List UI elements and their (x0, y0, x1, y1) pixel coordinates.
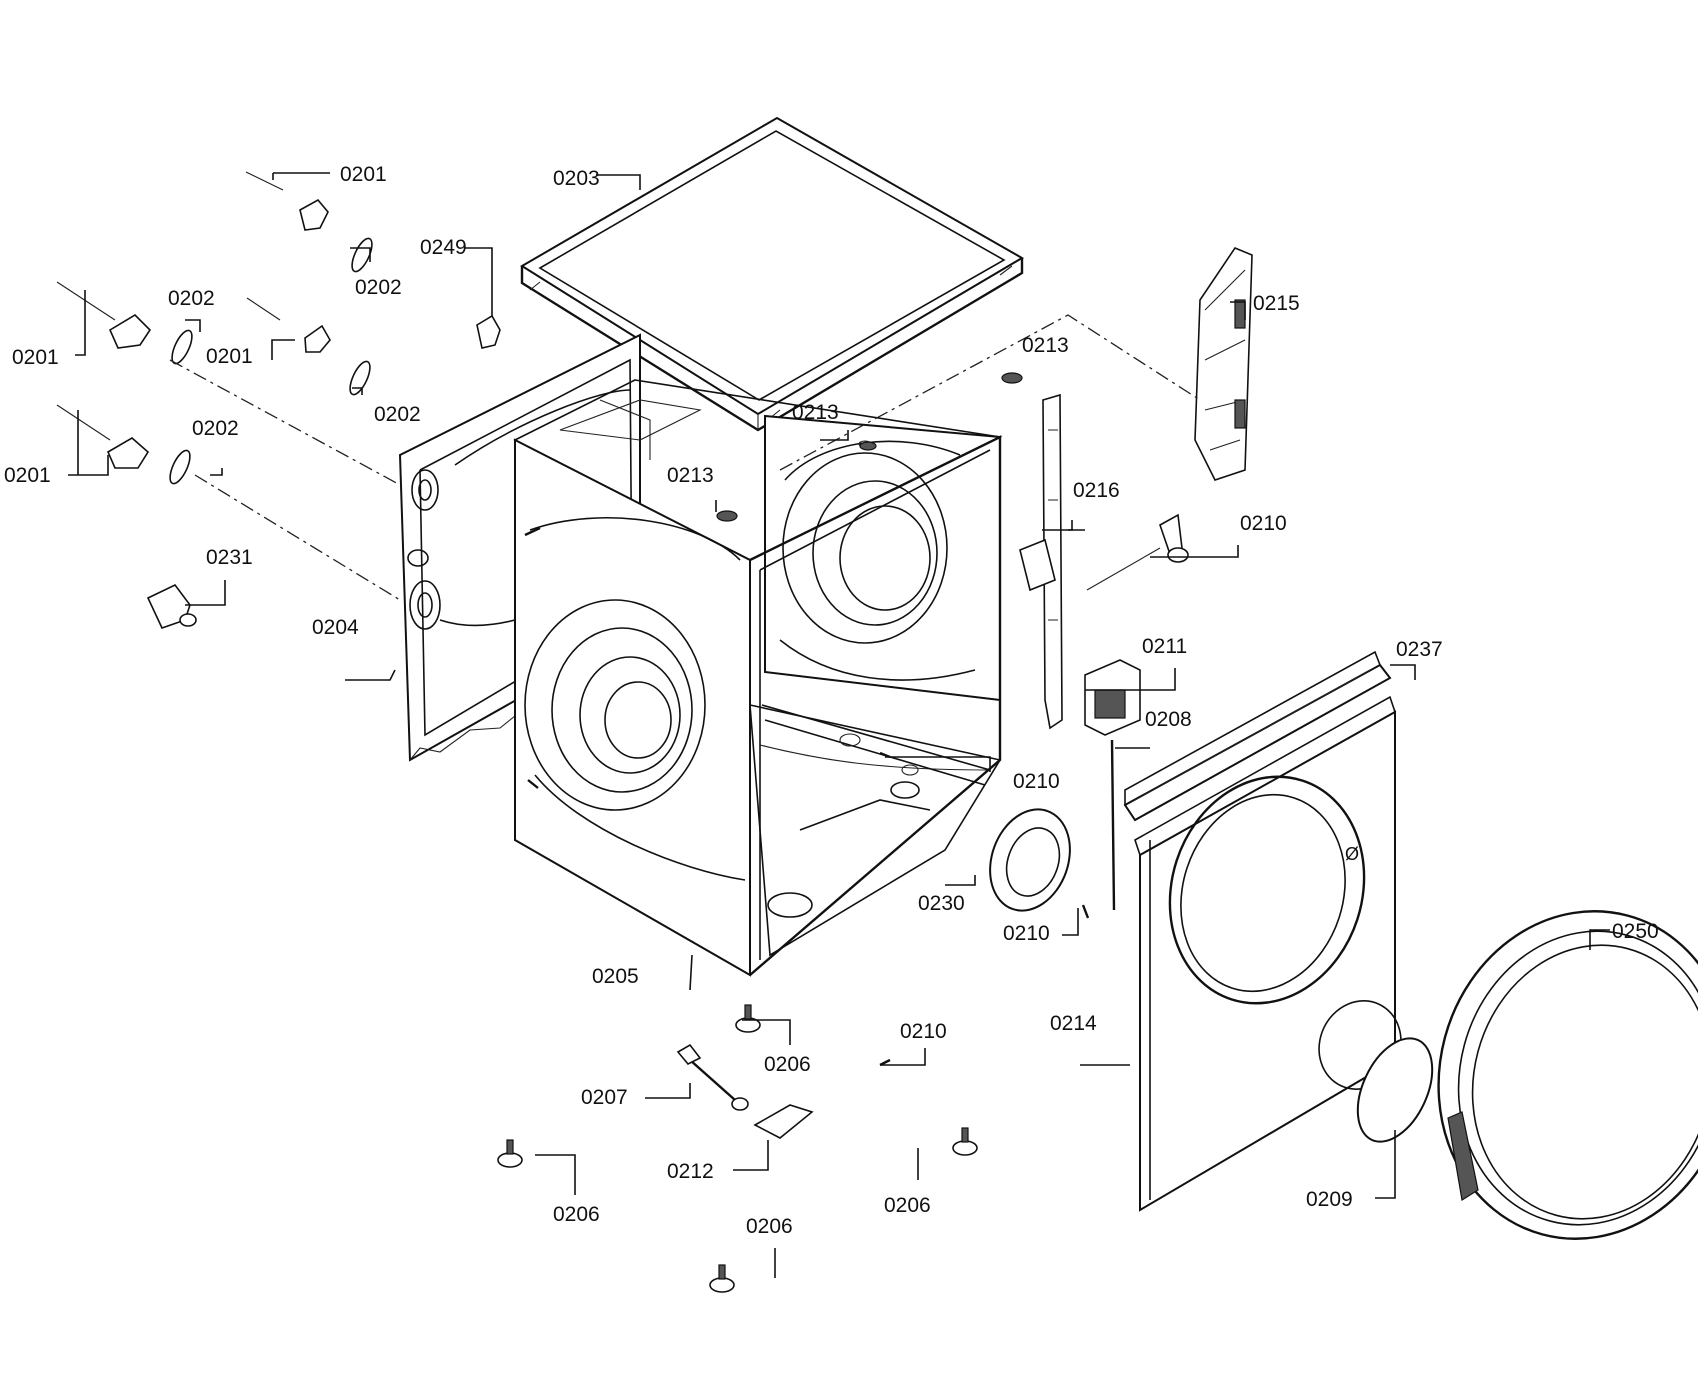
label-0230: 0230 (918, 892, 965, 915)
label-0210: 0210 (1003, 922, 1050, 945)
label-0202: 0202 (374, 403, 421, 426)
label-0215: 0215 (1253, 292, 1300, 315)
rail-0215 (1194, 247, 1253, 481)
clip-0249 (476, 314, 501, 349)
label-0202: 0202 (355, 276, 402, 299)
label-0201: 0201 (340, 163, 387, 186)
label-0208: 0208 (1145, 708, 1192, 731)
door-0250 (1437, 910, 1698, 1240)
pump-0230 (989, 808, 1071, 912)
rail-0216 (1019, 393, 1063, 730)
label-0213: 0213 (667, 464, 714, 487)
label-0231: 0231 (206, 546, 253, 569)
left-side-panel (514, 438, 751, 977)
rod-0208 (1110, 739, 1116, 911)
plug-0231 (146, 583, 197, 629)
label-0250: 0250 (1612, 920, 1659, 943)
label-0201: 0201 (4, 464, 51, 487)
bracket-0212 (753, 1104, 814, 1139)
valves-0201 (56, 171, 331, 469)
feet-0206 (497, 1004, 978, 1293)
cover-0209 (1356, 1037, 1434, 1143)
label-0207: 0207 (581, 1086, 628, 1109)
label-0213: 0213 (792, 401, 839, 424)
label-0202: 0202 (192, 417, 239, 440)
label-0249: 0249 (420, 236, 467, 259)
top-panel-0203 (520, 116, 1024, 432)
label-0216: 0216 (1073, 479, 1120, 502)
label-0211: 0211 (1142, 635, 1187, 658)
front-frame (749, 435, 1002, 976)
label-0213: 0213 (1022, 334, 1069, 357)
control-module-0211 (1084, 659, 1141, 736)
seals-0202 (169, 237, 373, 485)
disc-0213-b (859, 441, 877, 451)
cabinet-frame-0205 (513, 379, 1003, 957)
label-0210: 0210 (900, 1020, 947, 1043)
label-0210: 0210 (1240, 512, 1287, 535)
label-0205: 0205 (592, 965, 639, 988)
label-0206: 0206 (764, 1053, 811, 1076)
label-0210: 0210 (1013, 770, 1060, 793)
label-0206: 0206 (746, 1215, 793, 1238)
label-0204: 0204 (312, 616, 359, 639)
label-0206: 0206 (884, 1194, 931, 1217)
label-0209: 0209 (1306, 1188, 1353, 1211)
label-0201: 0201 (12, 346, 59, 369)
label-0214: 0214 (1050, 1012, 1097, 1035)
assembly-lines (169, 314, 1201, 601)
callout-labels: 0201 0202 0249 0203 0202 0201 0201 0202 … (4, 163, 1659, 1238)
label-0212: 0212 (667, 1160, 714, 1183)
disc-0213-c (716, 510, 738, 522)
control-rail-0237 (1123, 650, 1392, 822)
disc-0213-a (1001, 372, 1023, 384)
leader-lines (68, 172, 1610, 1278)
svg-text:Ø: Ø (1345, 844, 1359, 864)
label-0201: 0201 (206, 345, 253, 368)
label-0203: 0203 (553, 167, 600, 190)
label-0202: 0202 (168, 287, 215, 310)
label-0237: 0237 (1396, 638, 1443, 661)
label-0206: 0206 (553, 1203, 600, 1226)
wrench-0207 (676, 1043, 749, 1111)
front-panel-0214: Ø (1134, 695, 1402, 1212)
bracket-0210-top (1086, 513, 1189, 591)
